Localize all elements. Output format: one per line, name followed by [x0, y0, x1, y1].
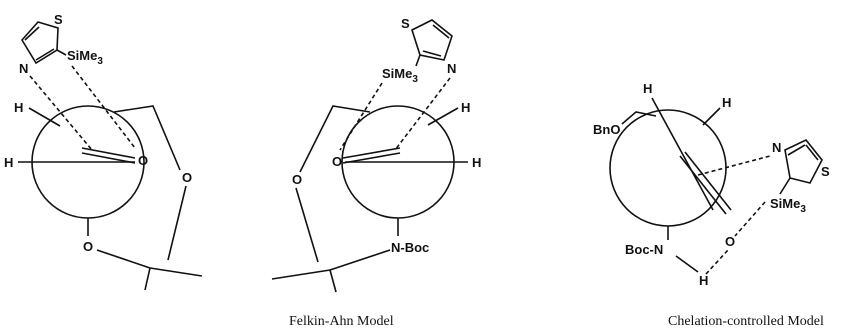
n-boc-label-middle: N-Boc	[391, 240, 429, 255]
h-top-label-left: H	[14, 100, 23, 115]
cme2-methyl-b-middle	[329, 269, 337, 293]
h-bond-top-left	[28, 107, 61, 127]
dashed-si-to-o-right	[734, 201, 766, 237]
thiazole-n-label-middle: N	[447, 61, 456, 76]
h-bond-top-middle	[427, 107, 459, 126]
cme2-methyl-a-middle	[271, 269, 331, 280]
dashed-si-to-o-left	[71, 65, 136, 149]
silyl-label-right: SiMe3	[770, 196, 806, 215]
h-top-right-label-right: H	[722, 95, 731, 110]
h-right-label-middle: H	[472, 155, 481, 170]
carbonyl-bond-2-right	[684, 151, 732, 211]
thiazole-n-label-left: N	[19, 61, 28, 76]
chelation-controlled-model: BnO H H N S SiMe3 O Boc-N H	[593, 81, 830, 288]
bno-label: BnO	[593, 122, 620, 137]
thiazole-n-label-right: N	[772, 140, 781, 155]
silyl-label-middle: SiMe3	[382, 66, 418, 85]
silyl-label-left: SiMe3	[67, 48, 103, 67]
thiazole-ring-middle	[411, 19, 453, 61]
h-top-left-label-right: H	[643, 81, 652, 96]
thiazole-cn-double-bond-left	[35, 48, 55, 61]
h-long-bond-right	[651, 97, 714, 211]
dashed-h-to-o-right	[705, 249, 729, 275]
thiazole-cn-double-bond-right	[787, 144, 806, 156]
dashed-c-to-n-right	[697, 155, 771, 176]
carbonyl-o-label-middle: O	[332, 154, 342, 169]
felkin-ahn-model-left: S N SiMe3 H H O O O	[4, 12, 203, 291]
h-left-label-left: H	[4, 155, 13, 170]
felkin-ahn-caption: Felkin-Ahn Model	[289, 314, 394, 329]
carbonyl-o-label-right: O	[725, 234, 735, 249]
ring-o-right-label-left: O	[182, 170, 192, 185]
h-top-label-middle: H	[461, 100, 470, 115]
c-si-bond-left	[56, 49, 67, 56]
acetonide-bond-left-middle	[295, 187, 319, 263]
n-h-bond-right	[675, 255, 699, 273]
c-si-bond-middle	[415, 54, 421, 67]
cme2-methyl-a-left	[149, 267, 203, 277]
boc-n-label-right: Boc-N	[625, 242, 663, 257]
nh-h-label-right: H	[699, 273, 708, 288]
carbonyl-bond-right	[679, 155, 727, 215]
thiazole-ring-left	[21, 21, 59, 65]
thiazole-double-bond-left	[24, 26, 40, 41]
thiazole-double-bond-right	[805, 144, 819, 161]
ring-o-bottom-label-left: O	[83, 239, 93, 254]
bno-ch2-bond	[621, 111, 657, 125]
thiazole-s-label-left: S	[54, 12, 63, 27]
thiazole-cn-double-bond-middle	[422, 50, 442, 57]
carbonyl-bond-left	[81, 147, 136, 159]
thiazole-s-label-middle: S	[401, 16, 410, 31]
carbonyl-bond-2-left	[81, 152, 136, 164]
thiazole-ring-right	[784, 139, 823, 184]
acetonide-bond-right-left	[167, 185, 187, 261]
acetonide-bond-top-middle	[299, 105, 371, 173]
cme2-methyl-b-left	[144, 267, 151, 291]
chelation-caption: Chelation-controlled Model	[668, 314, 824, 329]
n-cme2-bond-middle	[329, 249, 391, 271]
carbonyl-bond-2-middle	[342, 152, 401, 164]
acetonide-bond-top-left	[113, 105, 181, 171]
h-bond-top-right	[702, 107, 721, 126]
dashed-n-to-carbonyl-middle	[394, 77, 451, 151]
o-cme2-bond-left	[96, 249, 151, 269]
carbonyl-bond-middle	[342, 147, 401, 159]
felkin-ahn-model-middle: S N SiMe3 H H O O N-Boc	[271, 16, 481, 293]
dashed-n-to-carbonyl-left	[29, 75, 93, 151]
ring-o-left-label-middle: O	[292, 172, 302, 187]
c-si-bond-right	[779, 177, 791, 195]
carbonyl-o-label-left: O	[138, 153, 148, 168]
thiazole-double-bond-middle	[432, 24, 450, 39]
thiazole-s-label-right: S	[821, 164, 830, 179]
